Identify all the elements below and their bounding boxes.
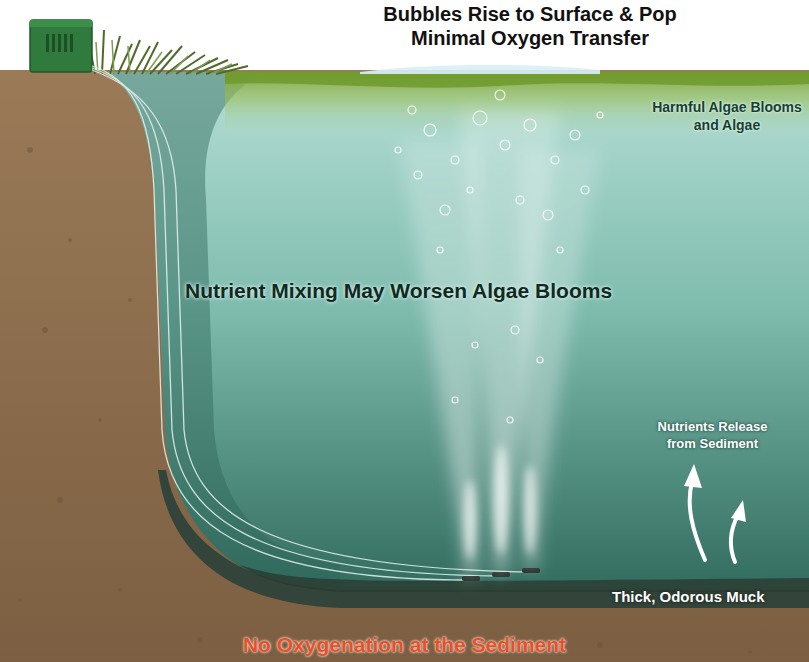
nutrient-release-label: Nutrients Release from Sediment (645, 418, 780, 452)
caption: No Oxygenation at the Sediment (0, 632, 809, 658)
muck-label: Thick, Odorous Muck (612, 588, 765, 606)
title: Bubbles Rise to Surface & Pop Minimal Ox… (365, 2, 695, 50)
algae-label: Harmful Algae Blooms and Algae (652, 98, 802, 134)
mixing-label: Nutrient Mixing May Worsen Algae Blooms (185, 278, 612, 304)
